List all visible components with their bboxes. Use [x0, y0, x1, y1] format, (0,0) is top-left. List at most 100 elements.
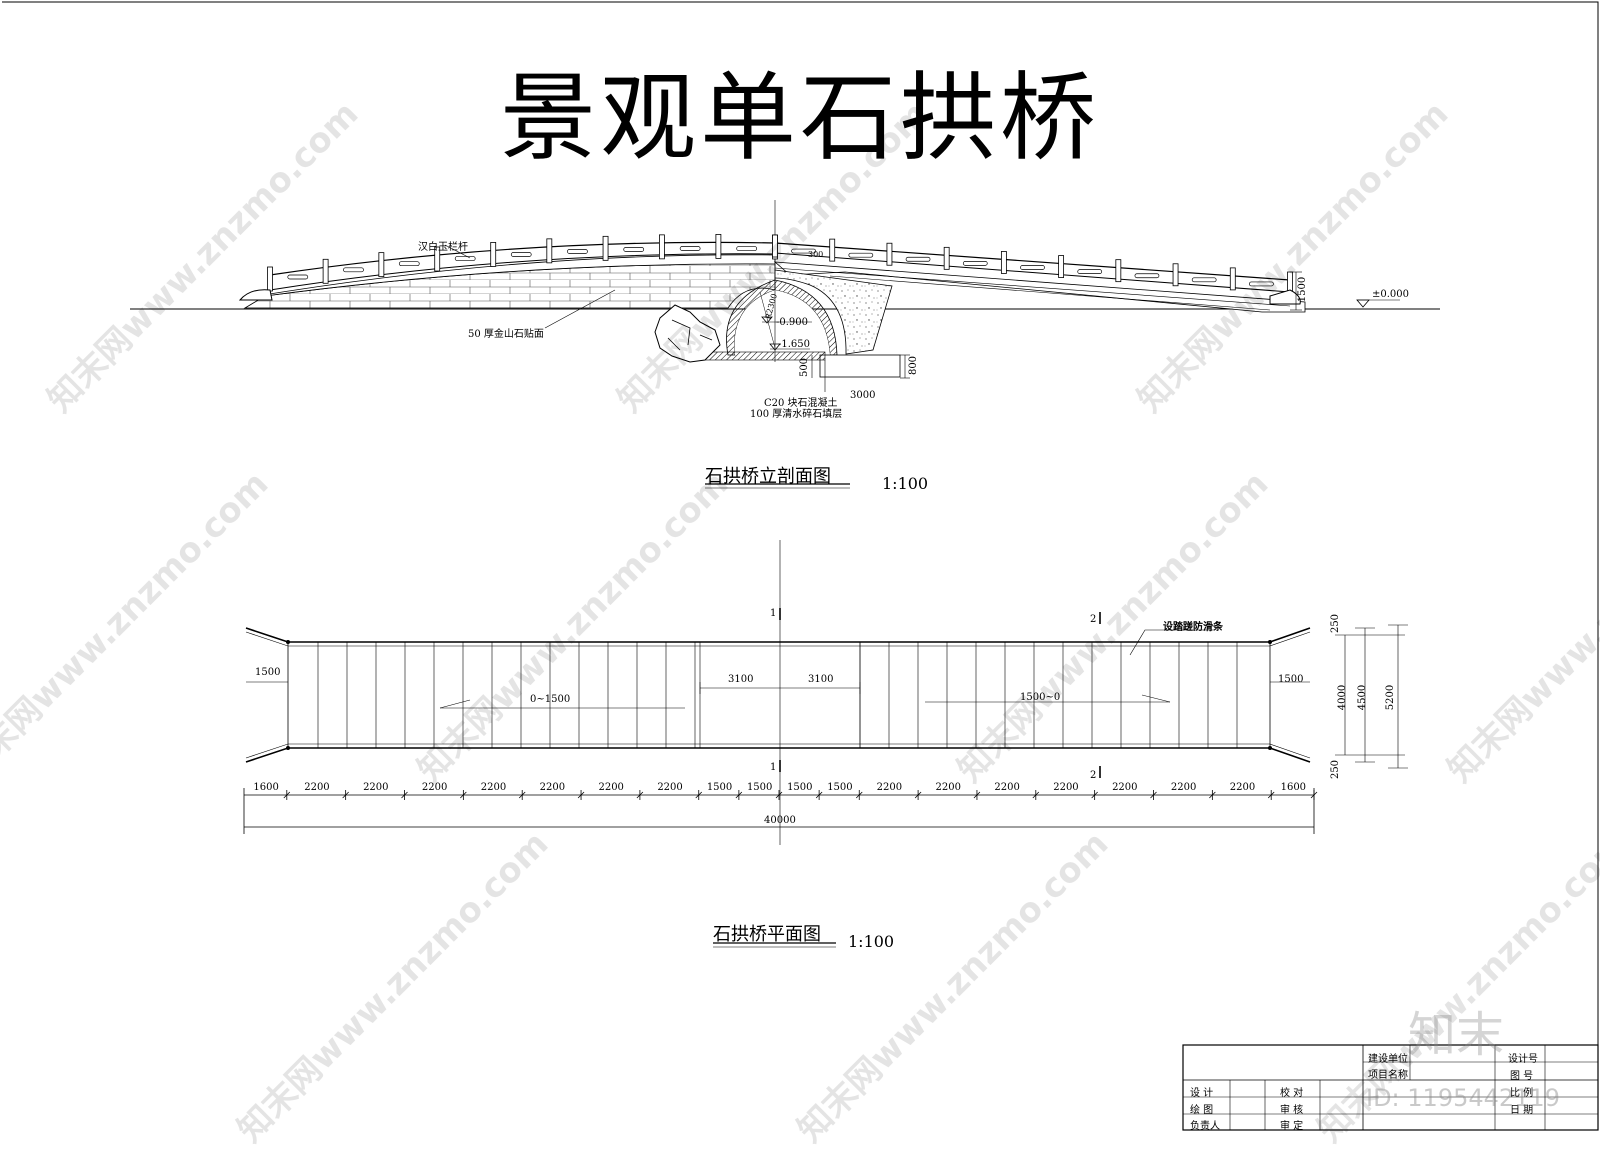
edge-node [286, 746, 290, 750]
railing-panel [287, 274, 309, 280]
railing-post [886, 242, 893, 266]
railing-post [322, 258, 329, 284]
railing-panel [623, 247, 645, 252]
rockery [654, 304, 721, 363]
chain-dim-ticks [283, 790, 1318, 800]
chain-dim-tick-slash [401, 791, 408, 799]
tb-ratio: 比 例 [1510, 1088, 1534, 1099]
label-dim-800: 800 [908, 355, 920, 376]
label-slope-right: 1500~0 [1020, 692, 1061, 703]
plan-step-lines [286, 640, 1272, 750]
chain-dim-tick-slash [1310, 791, 1318, 799]
chain-dim-label: 2200 [1229, 782, 1256, 793]
tb-review: 审 核 [1280, 1105, 1304, 1116]
chain-dim-tick-slash [695, 791, 703, 799]
chain-dim-tick-slash [1091, 791, 1098, 799]
tb-design-no: 设计号 [1508, 1054, 1538, 1065]
railing-post [1000, 251, 1007, 274]
chain-dim-tick-slash [518, 791, 526, 799]
railing-panel [510, 252, 532, 257]
railing-panel [848, 252, 874, 258]
left-railing-bottom [269, 253, 776, 291]
railing-post [378, 252, 385, 278]
section-mark-1-bottom: 1 [770, 762, 777, 773]
section-mark-2-top: 2 [1090, 614, 1097, 625]
chain-dim-tick-slash [914, 791, 922, 799]
railing-post [1229, 267, 1236, 291]
railing-panel [736, 246, 758, 251]
chain-dim-label: 2200 [1170, 782, 1197, 793]
watermark-logo: 知末 [1408, 1007, 1505, 1063]
leader-antislip [1129, 629, 1215, 656]
chain-dim-tick-slash [855, 791, 863, 799]
tb-design: 设 计 [1190, 1088, 1214, 1099]
railing-post [546, 238, 553, 264]
chain-dim-label: 2200 [994, 782, 1020, 793]
tb-draw: 绘 图 [1190, 1105, 1214, 1116]
label-datum: ±0.000 [1372, 289, 1410, 300]
railing-panel [905, 256, 931, 262]
railing-panel [962, 261, 988, 266]
label-mid-left: 3100 [728, 674, 754, 685]
label-antislip: 设踏蹉防滑条 [1163, 622, 1223, 633]
plan-caption: 石拱桥平面图 [713, 924, 821, 945]
tb-responsible: 负责人 [1190, 1121, 1220, 1132]
edge-node [1268, 746, 1272, 750]
chain-dim-tick-slash [973, 791, 981, 799]
label-mid-right: 3100 [808, 674, 834, 685]
right-railing-top [774, 242, 1291, 281]
right-railing-bottom [774, 252, 1291, 293]
tb-build-unit: 建设单位 [1368, 1054, 1408, 1065]
plan-bottom-edge-inner [245, 743, 1311, 759]
left-railing-top [269, 241, 776, 276]
chain-dim-label: 2200 [657, 782, 683, 793]
chain-dim-tick-slash [1032, 791, 1040, 799]
tb-approve: 审 定 [1280, 1121, 1304, 1132]
plan-bottom-edge [245, 747, 1311, 763]
chain-dim-label: 1600 [253, 782, 279, 793]
chain-dim-tick-slash [460, 791, 467, 799]
label-end-left: 1500 [255, 667, 281, 678]
chain-dim-tick-slash [342, 791, 349, 799]
chain-dim-label: 1500 [746, 782, 773, 793]
chain-dim-tick-slash [577, 791, 585, 799]
label-concrete: C20 块石混凝土 [764, 398, 838, 409]
tb-check: 校 对 [1280, 1088, 1304, 1099]
railing-panel [1249, 281, 1274, 287]
chain-dim-label: 2200 [539, 782, 566, 793]
chain-dim-tick-slash [283, 791, 291, 799]
edge-node [286, 640, 290, 644]
bottom-level-marker [769, 343, 781, 351]
chain-dim-label: 1500 [706, 782, 733, 793]
railing-post [715, 234, 722, 259]
chain-dim-label: 2200 [1112, 782, 1138, 793]
chain-dim-label: 2200 [598, 782, 624, 793]
label-dim-3000: 3000 [850, 390, 876, 401]
right-deck-line-2 [829, 275, 1271, 311]
chain-dim-label: 2200 [876, 782, 903, 793]
railing-post [1172, 263, 1179, 287]
foundation-block [819, 354, 901, 378]
label-dim-500: 500 [799, 357, 811, 378]
section-mark-2-bottom: 2 [1090, 770, 1097, 781]
watermark-id: ID: 1195442119 [1366, 1084, 1560, 1112]
label-dim-300: 300 [808, 250, 824, 259]
railing-post [943, 246, 950, 270]
railing-panel [398, 261, 420, 267]
chain-dim-label: 2200 [421, 782, 448, 793]
right-end-cap [1269, 289, 1301, 305]
plan-view [243, 540, 1408, 845]
chain-dim-tick-slash [636, 791, 644, 799]
railing-panel [679, 246, 701, 251]
tb-project-name: 项目名称 [1368, 1070, 1408, 1081]
title-block-lines [1182, 1044, 1599, 1131]
chain-dim-label: 2200 [480, 782, 507, 793]
railing-post [659, 234, 665, 260]
plan-top-edge-inner [245, 631, 1311, 647]
chain-dim-tick-slash [1267, 791, 1275, 799]
left-end-cap [238, 289, 273, 301]
label-fill: 100 厚清水碎石填层 [750, 409, 843, 420]
label-level-water: -0.900 [776, 317, 809, 328]
chain-dim-tick-slash [775, 791, 783, 799]
